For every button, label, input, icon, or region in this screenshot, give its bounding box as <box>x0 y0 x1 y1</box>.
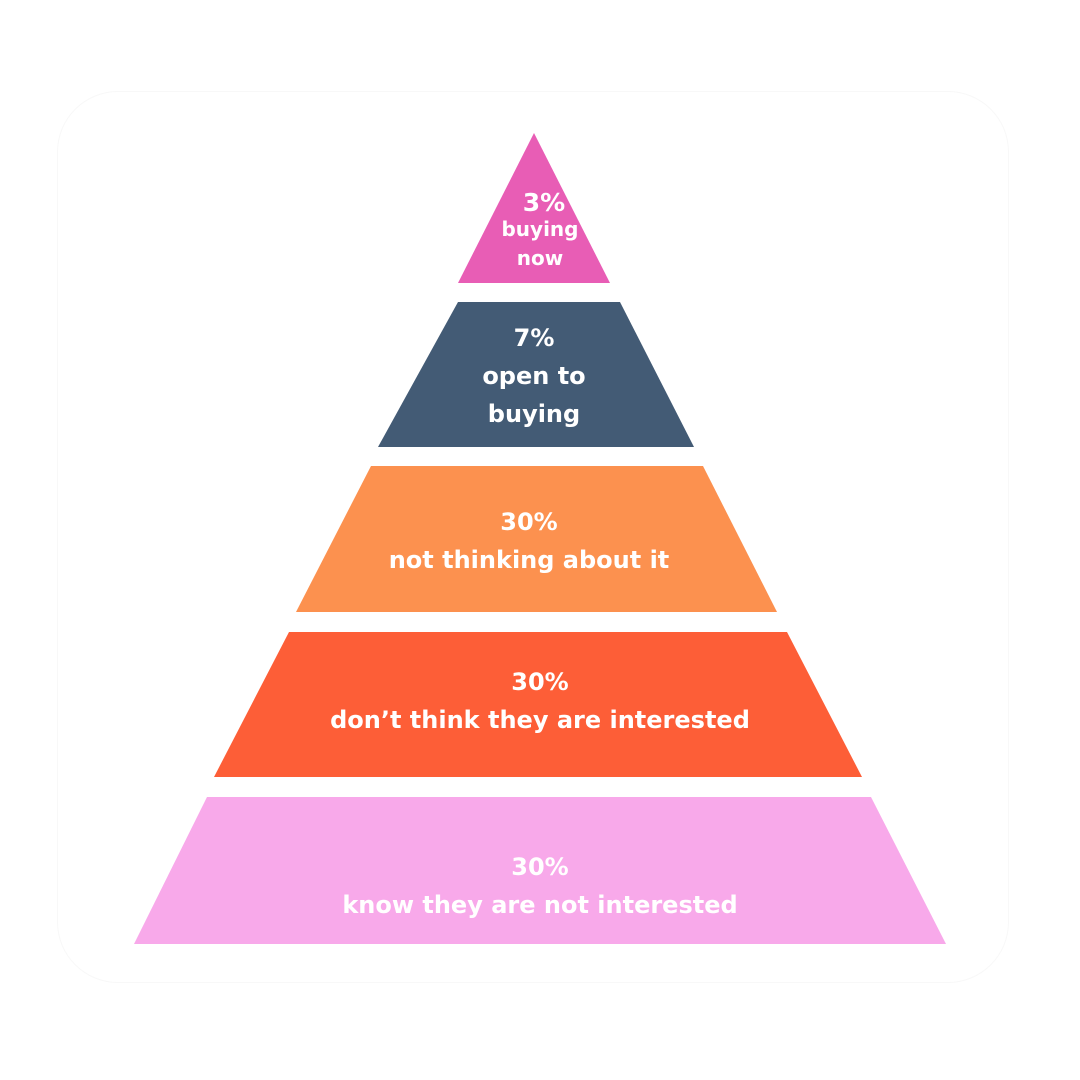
tier-1-percent: 3% <box>522 188 566 217</box>
tier-3-shape <box>296 466 777 612</box>
tier-2-label-line-2: buying <box>487 400 581 428</box>
tier-4-percent: 30% <box>511 668 569 696</box>
tier-1-text: 3% buying now <box>0 187 1080 273</box>
tier-2-label-line-1: open to <box>482 362 586 390</box>
tier-2-shape <box>378 302 694 447</box>
tier-1-label-line-2: now <box>516 246 564 270</box>
tier-4-label-line-1: don’t think they are interested <box>330 706 750 734</box>
tier-5-label-line-1: know they are not interested <box>342 891 738 919</box>
tier-2-text: 7% open to buying <box>0 319 1080 433</box>
tier-4-text: 30% don’t think they are interested <box>0 663 1080 739</box>
tier-5-text: 30% know they are not interested <box>0 848 1080 924</box>
tier-3-label-line-1: not thinking about it <box>388 546 670 574</box>
tier-5-percent: 30% <box>511 853 569 881</box>
tier-3-text: 30% not thinking about it <box>0 503 1080 579</box>
tier-4-shape <box>214 632 862 777</box>
tier-2-percent: 7% <box>513 324 555 352</box>
tier-5-shape <box>134 797 946 944</box>
tier-1-label-line-1: buying <box>501 217 579 241</box>
tier-3-percent: 30% <box>500 508 558 536</box>
tier-1-shape <box>458 133 610 283</box>
